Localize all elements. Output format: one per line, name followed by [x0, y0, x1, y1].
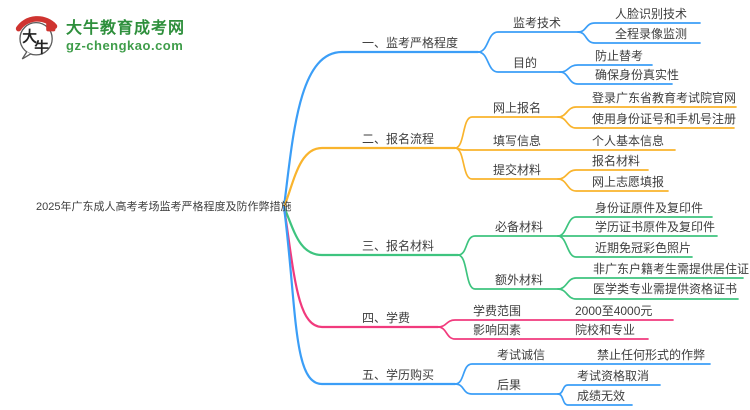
branch-1-connectors [282, 22, 701, 209]
connector-line [282, 50, 480, 209]
connector-line [282, 205, 460, 257]
logo-char-bottom: 牛 [34, 39, 49, 57]
mindmap-leaf-label[interactable]: 网上志愿填报 [592, 175, 665, 189]
mindmap-leaf-label[interactable]: 考试资格取消 [577, 369, 650, 383]
mindmap-subnode-label[interactable]: 必备材料 [495, 220, 544, 234]
branch-3-connectors [282, 205, 744, 300]
connector-line [454, 383, 559, 395]
connector-line [557, 235, 693, 258]
connector-line [477, 51, 561, 73]
mindmap-subnode-label[interactable]: 目的 [513, 56, 538, 70]
mindmap-leaf-label[interactable]: 防止替考 [595, 49, 644, 63]
mindmap-subnode-label[interactable]: 额外材料 [495, 273, 544, 287]
connector-line [457, 235, 559, 256]
mindmap-leaf-label[interactable]: 身份证原件及复印件 [595, 201, 704, 215]
mindmap-branch-label[interactable]: 三、报名材料 [362, 239, 435, 253]
mindmap-leaf-label[interactable]: 近期免冠彩色照片 [595, 241, 692, 255]
connector-line [557, 178, 669, 192]
connector-line [454, 147, 676, 151]
connector-line [477, 31, 579, 53]
mindmap-root-node[interactable]: 2025年广东成人高考考场监考严格程度及防作弊措施 [36, 201, 292, 213]
mindmap-branch-label[interactable]: 二、报名流程 [362, 132, 435, 146]
site-logo[interactable]: 大 牛 大牛教育成考网 gz-chengkao.com [14, 11, 185, 61]
connector-line [557, 393, 633, 406]
logo-bubble-tail [21, 51, 31, 60]
mindmap-subnode-label[interactable]: 网上报名 [493, 101, 542, 115]
mindmap-leaf-label[interactable]: 非广东户籍考生需提供居住证 [593, 262, 750, 276]
mindmap-subnode-label[interactable]: 后果 [497, 378, 522, 392]
connector-line [454, 116, 559, 149]
mindmap-leaf-label[interactable]: 登录广东省教育考试院官网 [592, 91, 737, 105]
connector-line [577, 31, 701, 44]
connector-line [282, 146, 457, 209]
logo-bull-icon: 大 牛 [15, 16, 58, 60]
mindmap-branch-label[interactable]: 一、监考严格程度 [362, 36, 459, 50]
site-name: 大牛教育成考网 [66, 19, 186, 37]
connector-line [557, 288, 739, 300]
mindmap-leaf-label[interactable]: 学历证书原件及复印件 [595, 220, 716, 234]
mindmap-leaf-label[interactable]: 院校和专业 [575, 323, 636, 337]
connector-line [454, 147, 559, 180]
connector-line [454, 363, 711, 385]
mindmap-branch-label[interactable]: 四、学费 [362, 311, 411, 325]
logo-bubble [19, 22, 53, 56]
connector-line [282, 205, 440, 329]
mindmap-leaf-label[interactable]: 2000至4000元 [575, 304, 653, 318]
mindmap-leaf-label[interactable]: 全程录像监测 [615, 27, 688, 41]
mindmap-leaf-label[interactable]: 人脸识别技术 [615, 7, 688, 21]
connector-line [282, 205, 457, 386]
connector-line [437, 326, 649, 340]
branch-5-connectors [282, 205, 711, 406]
mindmap-subnode-label[interactable]: 监考技术 [513, 16, 562, 30]
mindmap-subnode-label[interactable]: 考试诚信 [497, 348, 546, 362]
mindmap-subnode-label[interactable]: 学费范围 [473, 304, 522, 318]
mindmap-leaf-label[interactable]: 确保身份真实性 [595, 68, 680, 82]
logo-seal [46, 22, 56, 32]
connector-line [559, 71, 673, 85]
mindmap-leaf-label[interactable]: 成绩无效 [577, 389, 626, 403]
mindmap-leaf-label[interactable]: 医学类专业需提供资格证书 [593, 282, 738, 296]
connector-line [457, 254, 559, 290]
mindmap-leaf-label[interactable]: 使用身份证号和手机号注册 [592, 112, 737, 126]
mindmap-subnode-label[interactable]: 影响因素 [473, 323, 522, 337]
mindmap-branch-label[interactable]: 五、学历购买 [362, 368, 435, 382]
mindmap-leaf-label[interactable]: 报名材料 [592, 154, 641, 168]
connector-line [557, 116, 735, 129]
mindmap-subnode-label[interactable]: 提交材料 [493, 163, 542, 177]
mindmap-leaf-label[interactable]: 禁止任何形式的作弊 [597, 348, 706, 362]
logo-char-top: 大 [22, 28, 37, 46]
branch-2-connectors [282, 106, 737, 209]
site-domain: gz-chengkao.com [66, 37, 184, 53]
mindmap-leaf-label[interactable]: 个人基本信息 [592, 134, 665, 148]
mindmap-subnode-label[interactable]: 填写信息 [493, 134, 542, 148]
